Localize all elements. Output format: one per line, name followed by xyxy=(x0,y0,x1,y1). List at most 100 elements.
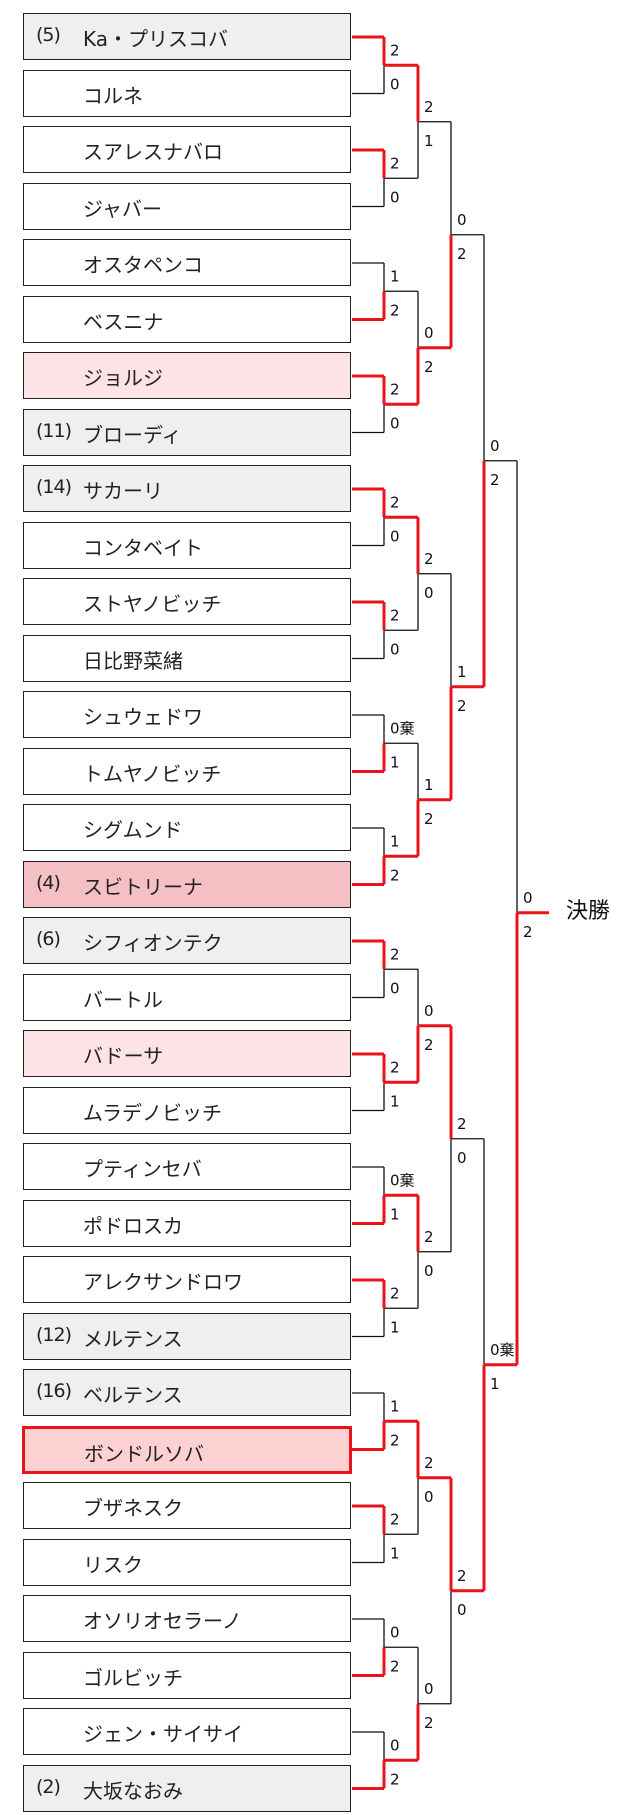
seed-number: (4) xyxy=(36,871,61,894)
seed-number: (16) xyxy=(36,1380,72,1402)
match-score: 2 xyxy=(424,98,434,116)
match-score: 0 xyxy=(424,324,434,342)
player-entry: ブザネスク xyxy=(23,1482,351,1529)
player-name: ボンドルソバ xyxy=(84,1441,204,1466)
match-score: 1 xyxy=(390,753,400,771)
match-score: 2 xyxy=(390,945,400,963)
match-score: 0棄 xyxy=(390,1171,415,1189)
match-score: 2 xyxy=(390,301,400,319)
player-name: ブザネスク xyxy=(83,1496,183,1520)
match-score: 0 xyxy=(390,414,400,432)
match-score: 0 xyxy=(457,211,467,229)
match-score: 1 xyxy=(457,663,467,681)
match-score: 2 xyxy=(457,1567,467,1585)
player-entry: (16) ベルテンス xyxy=(23,1369,351,1416)
match-score: 1 xyxy=(390,267,400,285)
player-name: ブローディ xyxy=(83,422,182,447)
match-score: 2 xyxy=(457,697,467,715)
player-entry: オソリオセラーノ xyxy=(23,1595,351,1642)
player-entry: スアレスナバロ xyxy=(23,126,351,173)
match-score: 2 xyxy=(424,1454,434,1472)
player-entry: (12)メルテンス xyxy=(23,1312,351,1360)
final-label: 決勝 xyxy=(566,899,611,924)
match-score: 2 xyxy=(390,41,400,59)
player-entry: バートル xyxy=(23,973,351,1021)
match-score: 1 xyxy=(390,1397,400,1415)
player-name: ジェン・サイサイ xyxy=(83,1722,243,1746)
player-entry: トムヤノビッチ xyxy=(23,747,351,795)
match-score: 0 xyxy=(390,75,400,93)
player-name: ベルテンス xyxy=(83,1383,183,1407)
player-entry: (14)サカーリ xyxy=(23,465,351,512)
match-score: 0 xyxy=(490,437,500,455)
player-name: プティンセバ xyxy=(83,1157,202,1181)
player-name: コルネ xyxy=(83,83,143,108)
player-entry: ジャバー xyxy=(23,182,351,230)
player-entry: ボンドルソバ xyxy=(22,1425,352,1474)
player-name: リスク xyxy=(83,1552,143,1577)
match-score: 1 xyxy=(390,1092,400,1110)
player-entry: バドーサ xyxy=(23,1030,351,1077)
player-name: トムヤノビッチ xyxy=(83,761,222,786)
match-score: 2 xyxy=(424,810,434,828)
match-score: 2 xyxy=(390,154,400,172)
player-entry: ゴルビッチ xyxy=(23,1651,351,1699)
match-score: 2 xyxy=(390,1284,400,1302)
match-score: 1 xyxy=(390,1318,400,1336)
player-name: サカーリ xyxy=(83,479,163,503)
player-name: シフィオンテク xyxy=(83,931,223,955)
match-score: 2 xyxy=(424,550,434,568)
player-entry: シグムンド xyxy=(23,804,351,851)
player-name: アレクサンドロワ xyxy=(83,1270,243,1294)
match-score: 2 xyxy=(424,1228,434,1246)
match-score: 0 xyxy=(390,979,400,997)
player-name: スアレスナバロ xyxy=(83,140,223,164)
player-name: ジャバー xyxy=(83,196,162,221)
match-score: 0 xyxy=(390,1623,400,1641)
player-name: シュウェドワ xyxy=(83,705,203,729)
match-score: 0 xyxy=(424,1680,434,1698)
player-entry: シュウェドワ xyxy=(23,691,351,738)
player-entry: (2)大坂なおみ xyxy=(23,1764,351,1812)
player-entry: 日比野菜緒 xyxy=(23,634,351,682)
match-score: 2 xyxy=(457,1115,467,1133)
match-score: 0 xyxy=(390,188,400,206)
player-entry: (11) ブローディ xyxy=(23,408,351,456)
player-entry: ベスニナ xyxy=(23,295,351,343)
match-score: 2 xyxy=(490,471,500,489)
player-name: ゴルビッチ xyxy=(83,1665,183,1690)
match-score: 2 xyxy=(457,245,467,263)
match-score: 0 xyxy=(424,1488,434,1506)
match-score: 1 xyxy=(424,776,434,794)
seed-number: (2) xyxy=(36,1775,61,1798)
match-score: 2 xyxy=(390,866,400,884)
player-entry: ムラデノビッチ xyxy=(23,1086,351,1134)
player-entry: (5)Ka・プリスコバ xyxy=(23,13,351,60)
match-score: 2 xyxy=(523,923,533,941)
player-name: オソリオセラーノ xyxy=(83,1609,242,1633)
match-score: 0 xyxy=(523,889,533,907)
player-entry: ストヤノビッチ xyxy=(23,578,351,625)
player-entry: ジョルジ xyxy=(23,352,351,399)
match-score: 0 xyxy=(424,1002,434,1020)
player-entry: ポドロスカ xyxy=(23,1199,351,1247)
player-entry: アレクサンドロワ xyxy=(23,1256,351,1303)
match-score: 0棄 xyxy=(490,1341,515,1359)
seed-number: (11) xyxy=(36,419,72,442)
player-name: コンタベイト xyxy=(83,535,203,560)
seed-number: (5) xyxy=(36,24,61,46)
match-score: 2 xyxy=(390,1058,400,1076)
match-score: 2 xyxy=(424,358,434,376)
match-score: 1 xyxy=(424,132,434,150)
match-score: 2 xyxy=(390,380,400,398)
player-name: ムラデノビッチ xyxy=(83,1100,222,1125)
seed-number: (12) xyxy=(36,1323,72,1346)
player-name: ベスニナ xyxy=(83,309,164,334)
match-score: 2 xyxy=(390,1431,400,1449)
match-score: 2 xyxy=(390,493,400,511)
player-entry: リスク xyxy=(23,1538,351,1586)
match-score: 2 xyxy=(390,606,400,624)
player-entry: ジェン・サイサイ xyxy=(23,1708,351,1755)
match-score: 1 xyxy=(490,1375,500,1393)
